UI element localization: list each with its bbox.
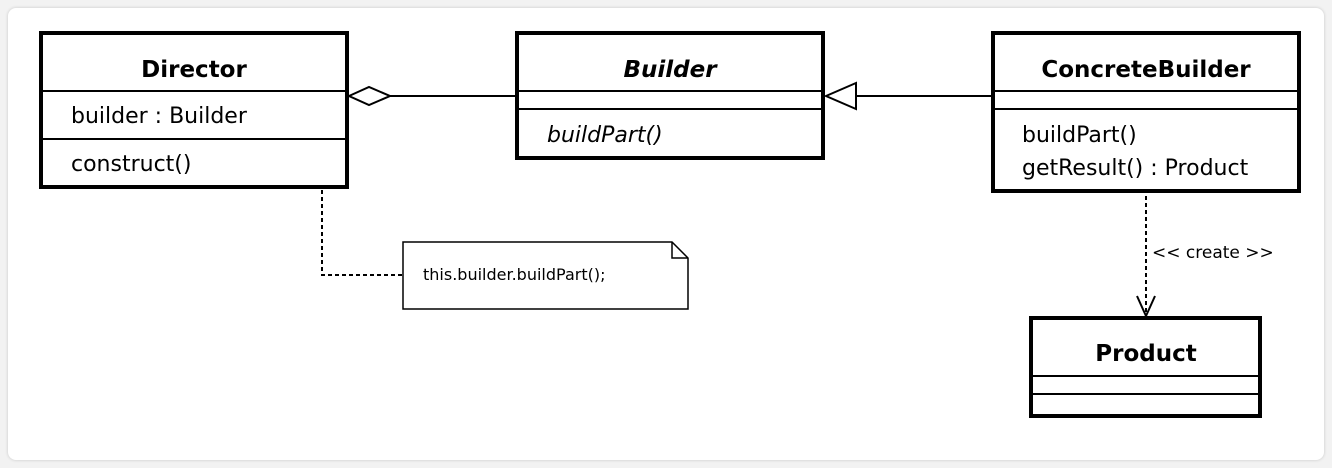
aggregation-diamond	[346, 85, 393, 107]
class-box	[515, 31, 825, 160]
class-operation: buildPart()	[547, 123, 663, 148]
note-text: this.builder.buildPart();	[423, 265, 605, 284]
class-builder[interactable]: Builder buildPart()	[515, 31, 825, 160]
class-operation: getResult() : Product	[1022, 156, 1249, 181]
class-operation: construct()	[71, 152, 191, 177]
note[interactable]: this.builder.buildPart();	[402, 241, 689, 310]
class-concrete-builder[interactable]: ConcreteBuilder buildPart() getResult() …	[991, 31, 1301, 193]
class-box	[991, 31, 1301, 193]
class-name: Builder	[623, 57, 718, 83]
dependency-stereotype-label: << create >>	[1152, 243, 1274, 263]
class-attribute: builder : Builder	[71, 104, 248, 129]
class-box	[39, 31, 349, 189]
dependency-arrowhead	[1136, 295, 1156, 319]
generalization-arrowhead	[823, 81, 857, 111]
class-name: Director	[141, 57, 247, 83]
class-director[interactable]: Director builder : Builder construct()	[39, 31, 349, 189]
note-folded-corner	[671, 242, 688, 259]
class-operation: buildPart()	[1022, 123, 1137, 148]
class-box	[1029, 316, 1262, 418]
note-connector	[321, 176, 403, 276]
class-product[interactable]: Product	[1029, 316, 1262, 418]
class-name: ConcreteBuilder	[1041, 57, 1251, 83]
note-shape	[402, 241, 689, 310]
class-name: Product	[1095, 341, 1196, 367]
